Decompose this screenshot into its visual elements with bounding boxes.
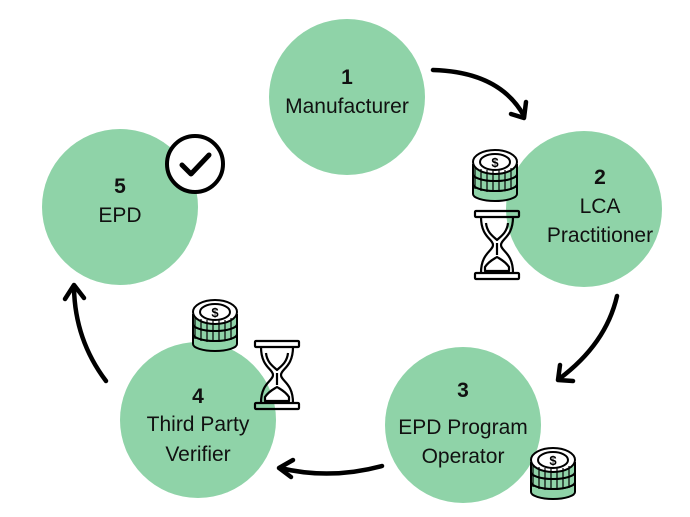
node-number: 4	[192, 385, 204, 408]
node-number: 2	[594, 166, 606, 189]
node-circle	[120, 342, 276, 498]
node-label: Practitioner	[547, 224, 653, 247]
node-lca-practitioner: 2 LCA Practitioner	[506, 131, 662, 287]
node-label: Operator	[422, 445, 505, 468]
node-manufacturer: 1 Manufacturer	[269, 19, 425, 175]
arrow-1-to-2	[430, 67, 529, 121]
node-number: 1	[341, 66, 353, 89]
coin-stack-icon	[192, 299, 238, 352]
hourglass-icon	[473, 209, 521, 281]
node-number: 3	[457, 379, 469, 402]
node-label: Third Party	[147, 413, 250, 436]
node-epd: 5 EPD	[42, 129, 198, 285]
node-circle	[269, 19, 425, 175]
coin-stack-icon	[472, 149, 518, 202]
node-circle	[385, 347, 541, 503]
arrow-3-to-4	[276, 457, 385, 480]
node-epd-program-operator: 3 EPD Program Operator	[385, 347, 541, 503]
node-label: LCA	[580, 195, 621, 218]
coin-stack-icon	[530, 447, 576, 500]
node-label: Verifier	[165, 443, 230, 466]
node-third-party-verifier: 4 Third Party Verifier	[120, 342, 276, 498]
arrow-2-to-3	[555, 293, 620, 384]
checkmark-icon	[165, 134, 225, 194]
node-label: Manufacturer	[285, 95, 409, 118]
node-circle	[506, 131, 662, 287]
node-label: EPD	[98, 204, 141, 227]
node-label: EPD Program	[398, 416, 528, 439]
arrow-4-to-5	[62, 282, 109, 384]
node-number: 5	[114, 175, 126, 198]
node-circle	[42, 129, 198, 285]
flow-arrows	[62, 67, 620, 480]
